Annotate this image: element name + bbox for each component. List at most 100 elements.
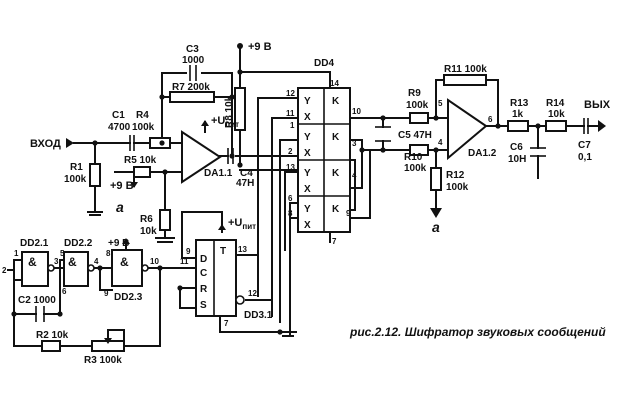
chip-dd4: [297, 87, 351, 233]
pin-3-dd2: 3: [54, 257, 59, 266]
gate-amp-2: &: [68, 255, 77, 269]
dd4-x4: X: [304, 220, 311, 231]
pin-9-dd2: 9: [104, 289, 109, 298]
dd4-y2: Y: [304, 132, 311, 143]
r2-label: R2 10k: [36, 330, 69, 341]
terminals: [66, 43, 606, 251]
ground-arrow-icon: [430, 208, 442, 218]
plus9-gate-label: +9 В: [108, 238, 129, 249]
output-label: ВЫХ: [584, 99, 611, 111]
ground-a-right: a: [432, 219, 440, 235]
resistor-r5: [133, 166, 151, 178]
upit-label: +Uпит: [211, 115, 239, 129]
r10-label: R10: [404, 152, 423, 163]
resistor-r8: [234, 87, 246, 131]
pin-9-dd3: 9: [186, 247, 191, 256]
r7-label: R7 200k: [172, 82, 210, 93]
resistor-r2: [41, 340, 61, 352]
dd3-s: S: [200, 300, 207, 311]
pin-14: 14: [330, 79, 339, 88]
input-arrow-icon: [66, 138, 74, 148]
pin-4-dd2: 4: [94, 257, 99, 266]
upit2-label: +Uпит: [228, 217, 256, 231]
c6-label: C6: [510, 142, 523, 153]
pin-4-dd4: 4: [352, 171, 357, 180]
supply-label: +9 В: [248, 41, 272, 53]
dd4-k2: K: [332, 132, 340, 143]
resistor-r1: [89, 163, 101, 187]
gate-dd2-2: [63, 251, 95, 287]
chip-dd3-1: [195, 239, 245, 317]
c7-value: 0,1: [578, 152, 592, 163]
pin-4-da12: 4: [438, 138, 443, 147]
da1-2-label: DA1.2: [468, 148, 497, 159]
r13-value: 1k: [512, 109, 524, 120]
components: [41, 65, 567, 352]
r14-value: 10k: [548, 109, 565, 120]
c3-value: 1000: [182, 55, 205, 66]
wiring: [7, 47, 601, 347]
junctions: [11, 69, 541, 335]
resistor-r7: [169, 91, 215, 103]
upit-arrow-icon: [201, 120, 209, 126]
r6-value: 10k: [140, 226, 157, 237]
r9-label: R9: [408, 88, 421, 99]
r1-value: 100k: [64, 174, 87, 185]
dd3-c: C: [200, 268, 207, 279]
r1-label: R1: [70, 162, 83, 173]
resistor-r11: [443, 74, 487, 86]
pin-6-da12: 6: [488, 115, 493, 124]
supply-terminal: [237, 43, 243, 49]
c4-label: C4: [240, 168, 253, 179]
op-amps: [181, 98, 488, 184]
pin-8-dd2: 8: [106, 249, 111, 258]
pin-13-dd4: 13: [286, 163, 295, 172]
r6-label: R6: [140, 214, 153, 225]
r8-label: R8 10k: [224, 95, 235, 128]
plus9-left-label: +9 В: [110, 180, 134, 192]
pin-11-dd4: 11: [286, 109, 295, 118]
resistor-r6: [159, 209, 171, 231]
r4-value: 100k: [132, 122, 155, 133]
resistor-r10: [409, 144, 429, 156]
dd4-x3: X: [304, 184, 311, 195]
pin-5-dd2: 5: [60, 249, 65, 258]
c6-value: 10H: [508, 154, 526, 165]
gate-amp-3: &: [120, 255, 129, 269]
dd4-x1: X: [304, 112, 311, 123]
dd2-1-label: DD2.1: [20, 238, 49, 249]
pin-12-dd3: 12: [248, 289, 257, 298]
pin-9-dd4: 9: [346, 209, 351, 218]
r12-label: R12: [446, 170, 465, 181]
dd4-y1: Y: [304, 96, 311, 107]
pin-13-dd3: 13: [238, 245, 247, 254]
dd4-x2: X: [304, 148, 311, 159]
dd4-y4: Y: [304, 204, 311, 215]
da1-1-label: DA1.1: [204, 168, 233, 179]
dd4-k3: K: [332, 168, 340, 179]
c5-label: C5 47H: [398, 130, 432, 141]
r10-value: 100k: [404, 163, 427, 174]
c7-label: C7: [578, 140, 591, 151]
r13-label: R13: [510, 98, 529, 109]
resistor-r12: [430, 167, 442, 191]
pin-7-dd3: 7: [224, 319, 229, 328]
resistor-r13: [507, 120, 529, 132]
dd4-label: DD4: [314, 58, 334, 69]
pin-2-dd2: 2: [2, 266, 7, 275]
c1-value: 4700: [108, 122, 131, 133]
dd3-d: D: [200, 254, 207, 265]
pin-8-dd4: 8: [288, 209, 293, 218]
dd3-r: R: [200, 284, 208, 295]
resistor-r9: [409, 112, 429, 124]
pin-12-dd4: 12: [286, 89, 295, 98]
plus9-arrow-icon: [122, 238, 130, 244]
pin-10-dd3: 10: [150, 257, 159, 266]
r4-label: R4: [136, 110, 149, 121]
pin-5-da12: 5: [438, 99, 443, 108]
dd3-1-label: DD3.1: [244, 310, 273, 321]
gate-dd2-3: [111, 249, 149, 287]
gate-dd2-1: [21, 251, 55, 287]
pin-11-dd3: 11: [180, 257, 189, 266]
